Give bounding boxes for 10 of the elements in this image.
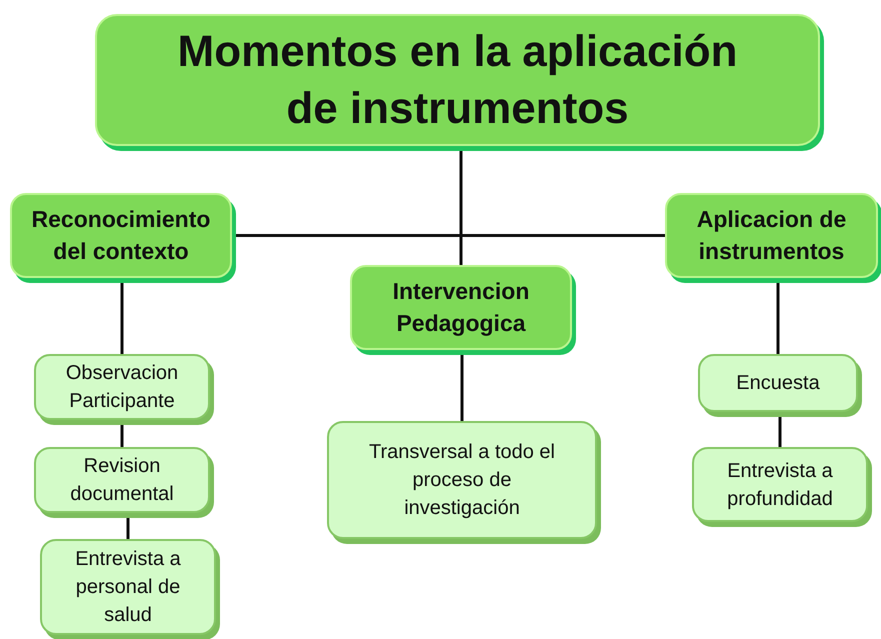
node-label: Observacion Participante	[64, 361, 180, 414]
node-label: Reconocimiento del contexto	[30, 205, 212, 266]
node-label: Aplicacion de instrumentos	[696, 205, 848, 266]
node-label: Intervencion Pedagogica	[392, 277, 530, 338]
node-label: Encuesta	[736, 371, 820, 396]
title-text: Momentos en la aplicación de instrumentos	[176, 26, 738, 135]
node-label: Revision documental	[69, 454, 175, 507]
node-label: Entrevista a profundidad	[726, 458, 834, 512]
node-label: Transversal a todo el proceso de investigación	[368, 440, 556, 521]
node-label: Entrevista a personal de salud	[74, 547, 182, 628]
